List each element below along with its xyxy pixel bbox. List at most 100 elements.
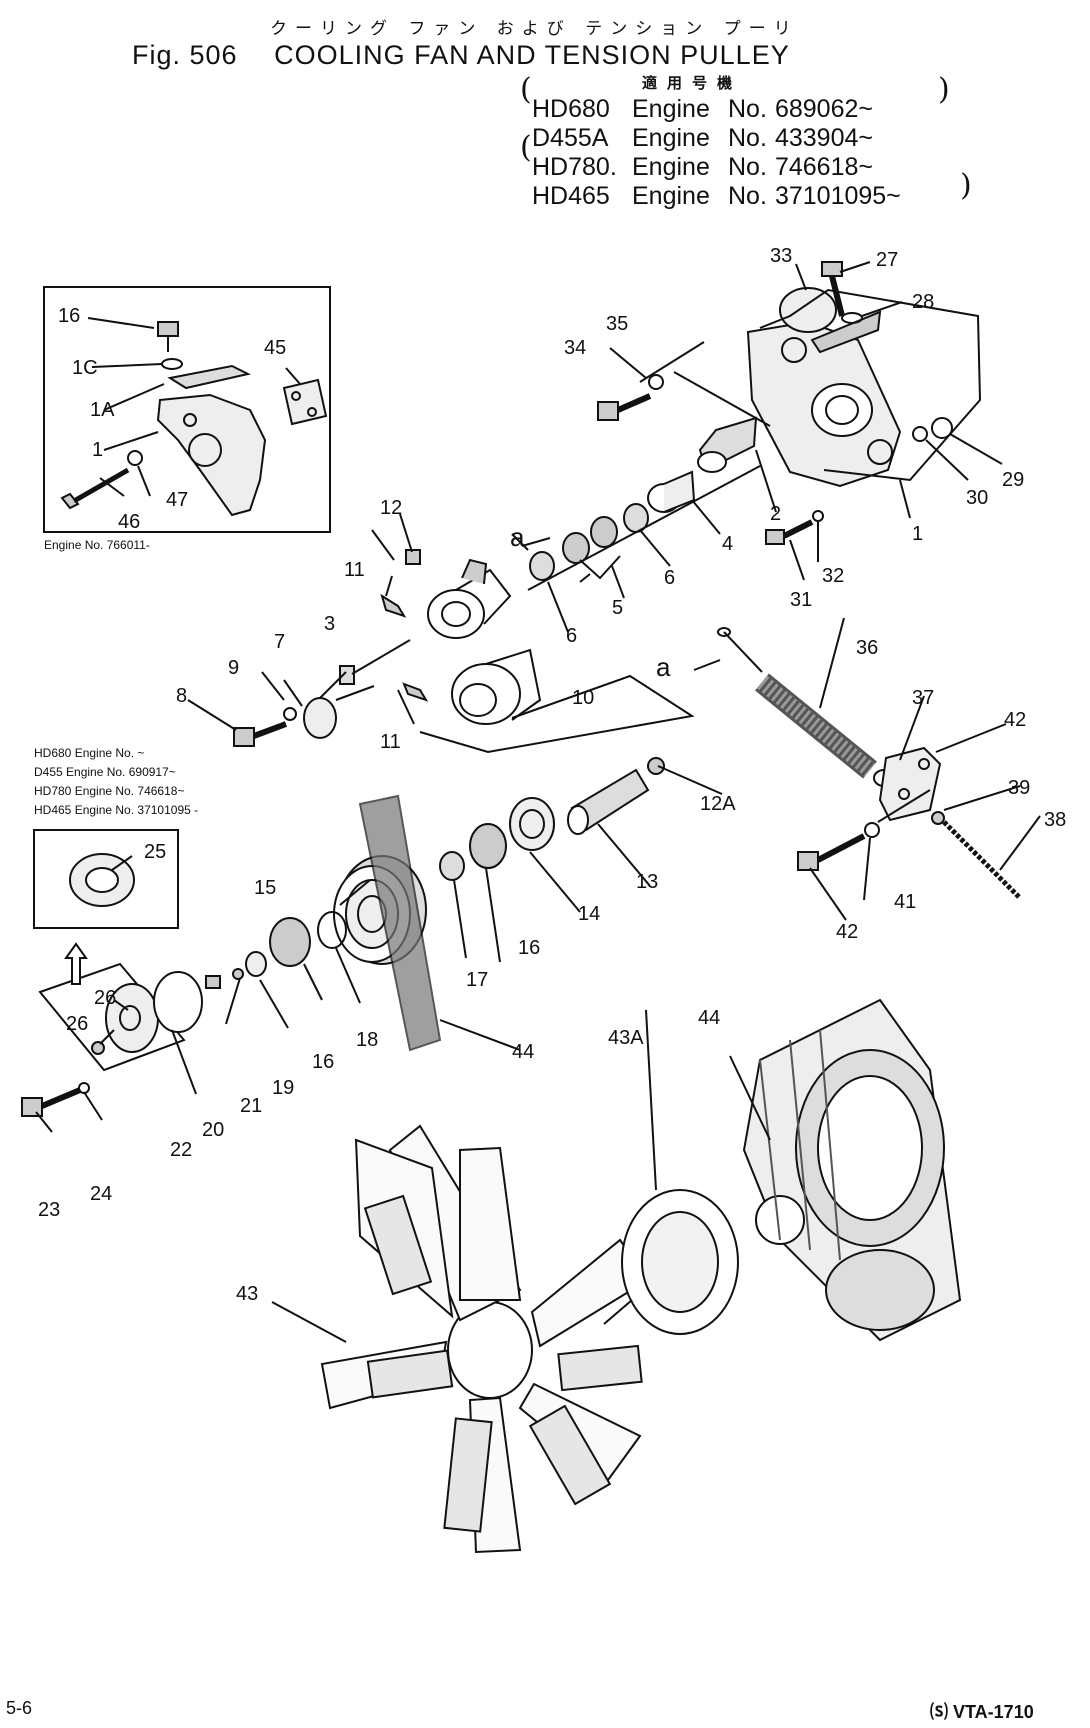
tension-arm-10 [427, 558, 542, 725]
bearing-bracket [579, 555, 621, 580]
gasket-20 [153, 971, 203, 1033]
shaft-13 [567, 757, 665, 835]
snap-ring-18 [317, 911, 347, 949]
fan-43 [320, 1124, 650, 1554]
cap-7 [303, 697, 337, 739]
bearing-14 [509, 797, 555, 851]
callout-29: 29 [1002, 469, 1024, 491]
callout-32: 32 [822, 565, 844, 587]
inset-callout-1c: 1C [72, 357, 98, 379]
figure-number: Fig. 506 [132, 40, 238, 70]
callout-26a: 26 [66, 1013, 88, 1035]
ring-21 [232, 968, 244, 980]
axis-line [527, 465, 761, 591]
inset-engine-note: Engine No. 766011- [44, 538, 150, 552]
washer-41 [864, 822, 880, 838]
bolt-34 [597, 393, 652, 421]
callout-11a: 11 [344, 559, 365, 581]
callout-9: 9 [228, 657, 239, 679]
callout-11b: 11 [380, 731, 401, 753]
callout-12: 12 [380, 497, 402, 519]
spacer-17 [439, 851, 465, 881]
bracket-right: ) [938, 72, 950, 107]
applicability-header: 適用号機 [642, 74, 743, 92]
callout-47: 47 [166, 489, 188, 511]
callout-19: 19 [272, 1077, 294, 1099]
box-25 [33, 829, 179, 929]
inset-callout-16: 16 [58, 305, 80, 327]
callout-41: 41 [894, 891, 916, 913]
callout-30: 30 [966, 487, 988, 509]
rod [723, 631, 763, 673]
callout-28: 28 [912, 291, 934, 313]
callout-42a: 42 [1004, 709, 1026, 731]
tension-arm-outline [419, 674, 695, 754]
callout-2: 2 [770, 503, 781, 525]
spring-36 [755, 673, 877, 779]
inset-bolt-46 [60, 467, 130, 510]
gasket-33 [779, 287, 837, 333]
drawing-code: ⒮ VTA-1710 [930, 1702, 1034, 1722]
callout-38: 38 [1044, 809, 1066, 831]
bracket-42 [878, 746, 942, 822]
bearing-5b [590, 516, 618, 548]
callout-43: 43 [236, 1283, 258, 1305]
bolt-42b [797, 833, 866, 871]
fitting-11a [380, 593, 407, 618]
callout-34: 34 [564, 337, 586, 359]
callout-1: 1 [912, 523, 923, 545]
callout-44b: 44 [698, 1007, 720, 1029]
callout-15: 15 [254, 877, 276, 899]
callout-43a: 43A [608, 1027, 644, 1049]
inset-callout-1a: 1A [90, 399, 115, 421]
inset-plate [167, 364, 251, 390]
inset-washer-47 [127, 450, 143, 466]
arrow-up [64, 942, 88, 985]
callout-24: 24 [90, 1183, 112, 1205]
callout-36: 36 [856, 637, 878, 659]
bearing-5a [562, 532, 590, 564]
inset-box [43, 286, 331, 533]
washer-30 [912, 426, 928, 442]
callout-21: 21 [240, 1095, 262, 1117]
callout-a1: a [510, 522, 525, 552]
callout-13: 13 [636, 871, 658, 893]
nut-39 [931, 811, 945, 825]
inset-pad-45 [282, 378, 328, 426]
callout-6b: 6 [664, 567, 675, 589]
callout-45: 45 [264, 337, 286, 359]
washer-28 [841, 312, 863, 324]
callout-a2: a [656, 652, 671, 682]
japanese-title: クーリング ファン および テンション プーリ [270, 19, 799, 39]
engine-note: HD680 Engine No. ~ D455 Engine No. 69091… [34, 746, 199, 817]
bearing-16a [469, 823, 507, 869]
washer-35 [648, 374, 664, 390]
callout-44a: 44 [512, 1041, 534, 1063]
callout-17: 17 [466, 969, 488, 991]
arrow-a2 [693, 659, 721, 671]
callout-labels: 1 2 3 4 5 6 6 7 8 9 10 11 11 12 12A 13 1… [38, 245, 1066, 1305]
figure-title: Fig. 506 COOLING FAN AND TENSION PULLEY [132, 40, 790, 71]
callout-10: 10 [572, 687, 594, 709]
bolt-23 [21, 1087, 82, 1117]
pin-3 [339, 665, 355, 685]
inset-callout-1: 1 [92, 439, 103, 461]
bracket-left: ( [520, 72, 532, 107]
washer-24 [78, 1082, 90, 1094]
callout-20: 20 [202, 1119, 224, 1141]
callout-39: 39 [1008, 777, 1030, 799]
inset-bolt [157, 321, 179, 352]
bearing-6 [529, 551, 555, 581]
bearing-16b [269, 917, 311, 967]
fitting-11b [402, 682, 429, 702]
pulley-15 [333, 794, 442, 1052]
callout-3: 3 [324, 613, 335, 635]
callout-33: 33 [770, 245, 792, 267]
callout-12a: 12A [700, 793, 736, 815]
bracket-right: ) [960, 168, 972, 203]
